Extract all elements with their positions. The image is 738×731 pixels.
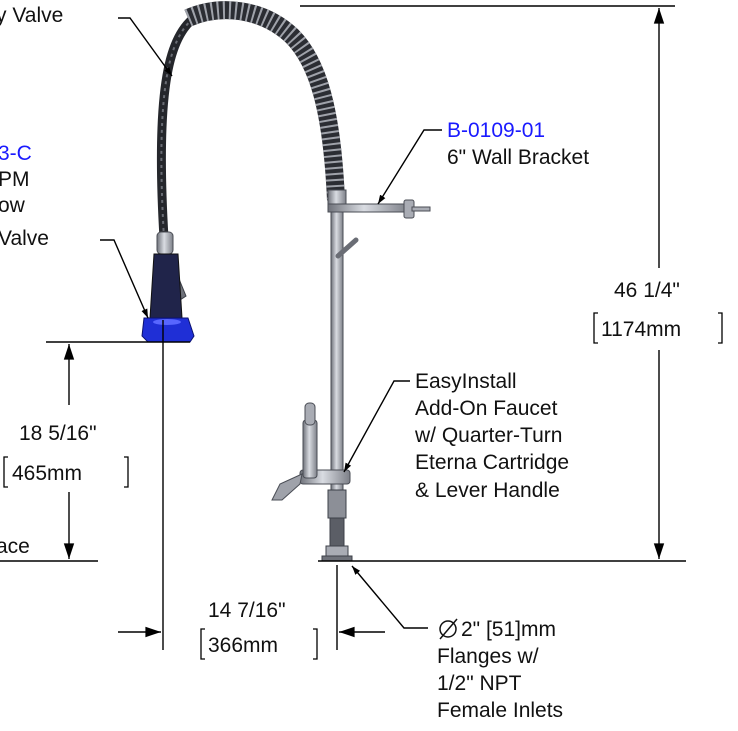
- faucet-line-4: Eterna Cartridge: [415, 451, 569, 474]
- sprayvalve-line4: Valve: [0, 227, 49, 250]
- coil-spring: [184, 1, 345, 201]
- spray-height-in-label: 18 5/16": [19, 422, 97, 445]
- faucet-line-3: w/ Quarter-Turn: [414, 424, 562, 447]
- flange-line-2: Flanges w/: [437, 645, 539, 668]
- bracket-desc-label: 6" Wall Bracket: [447, 146, 589, 169]
- spray-height-mm-label: 465mm: [12, 462, 82, 485]
- leader-faucet: [343, 380, 410, 473]
- add-on-faucet: [271, 402, 351, 501]
- faucet-illustration: [141, 1, 431, 562]
- spray-valve: [141, 231, 195, 343]
- height-mm-label: 1174mm: [601, 318, 681, 341]
- reach-mm-label: 366mm: [208, 634, 278, 657]
- leader-valve-top: [118, 17, 173, 77]
- valve-top-label: y Valve: [0, 4, 63, 27]
- base-flange: [321, 489, 353, 562]
- wall-bracket: [327, 199, 431, 259]
- faucet-line-5: & Lever Handle: [415, 479, 560, 502]
- faucet-line-2: Add-On Faucet: [415, 397, 558, 420]
- flange-line-3: 1/2" NPT: [437, 672, 522, 695]
- sprayvalve-line2: PM: [0, 168, 30, 191]
- diameter-icon: [439, 618, 458, 640]
- dimension-overall-height: [300, 5, 686, 562]
- faucet-line-1: EasyInstall: [415, 370, 517, 393]
- dimension-spray-height: [0, 341, 190, 562]
- bracket-model-label: B-0109-01: [447, 119, 545, 142]
- flange-line-4: Female Inlets: [437, 699, 563, 722]
- surface-label: ace: [0, 535, 30, 558]
- riser-pipe: [330, 194, 344, 541]
- sprayvalve-line3: ow: [0, 194, 26, 217]
- flange-line-1: 2" [51]mm: [461, 618, 556, 641]
- reach-in-label: 14 7/16": [208, 599, 286, 622]
- leader-bracket: [377, 129, 442, 205]
- sprayvalve-model-label: 3-C: [0, 142, 32, 165]
- leader-spray-valve: [100, 239, 149, 319]
- dimension-reach: [118, 320, 385, 650]
- height-in-label: 46 1/4": [614, 279, 680, 302]
- hose: [156, 9, 205, 243]
- leader-flange: [351, 565, 428, 629]
